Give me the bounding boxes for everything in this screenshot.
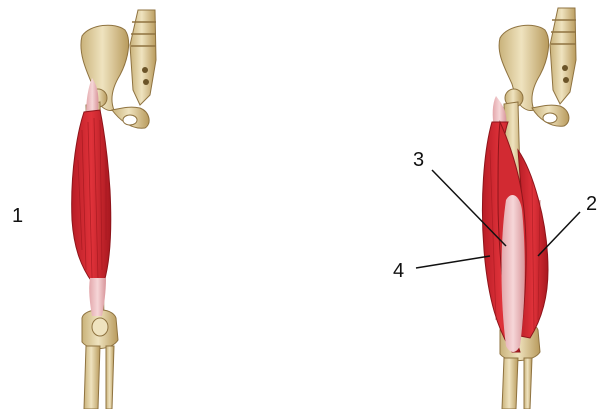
spine-vertebrae	[130, 10, 156, 105]
label-2: 2	[586, 193, 597, 215]
label-3: 3	[413, 149, 424, 171]
tibia	[502, 358, 518, 409]
figure-number-1: 1	[12, 205, 23, 227]
leader-line-4	[416, 256, 490, 268]
spine-vertebrae	[550, 8, 576, 104]
label-4: 4	[393, 260, 404, 282]
left-thigh-muscle	[72, 78, 111, 316]
fibula	[524, 358, 532, 409]
intermedius-tendon-label-3	[502, 195, 525, 352]
tibia	[84, 346, 100, 409]
fibula	[106, 346, 114, 409]
